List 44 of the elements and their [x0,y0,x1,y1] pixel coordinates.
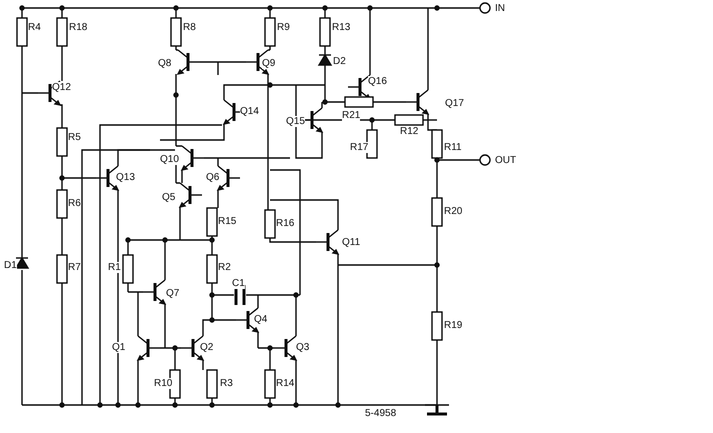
component-label: R16 [276,218,294,229]
component-label: R14 [276,378,294,389]
component-label: R15 [218,216,236,227]
component-label: R3 [220,378,233,389]
component-label: Q4 [254,314,268,325]
component-label: R21 [342,110,360,121]
component-label: Q13 [116,172,135,183]
component-label: Q16 [368,76,387,87]
component-label: R7 [68,262,81,273]
component-label: R9 [277,22,290,33]
component-label: R13 [332,22,350,33]
component-label: Q17 [445,98,464,109]
component-label: Q11 [342,237,360,248]
component-label: OUT [495,155,516,166]
component-label: R20 [444,206,462,217]
component-label: Q14 [240,106,259,117]
component-label: Q15 [286,116,305,127]
component-label: R2 [218,262,231,273]
component-label: Q10 [160,154,179,165]
component-label: R5 [68,132,81,143]
component-label: Q3 [296,342,310,353]
component-label: Q7 [166,288,180,299]
component-label: C1 [232,278,245,289]
component-label: R19 [444,320,462,331]
component-label: IN [495,3,505,14]
component-label: R4 [28,22,41,33]
component-label: R18 [69,22,88,33]
component-label: R17 [350,142,368,153]
component-label: R10 [154,378,172,389]
component-label: R6 [68,198,81,209]
component-label: Q2 [200,342,214,353]
component-label: D1 [4,260,17,271]
component-label: D2 [333,56,346,67]
component-label: Q12 [52,82,71,93]
component-label: Q1 [112,342,126,353]
component-label: Q8 [158,58,172,69]
component-label: R1 [108,262,121,273]
component-label: R11 [444,142,462,153]
component-label: R12 [400,126,418,137]
component-label: Q9 [262,58,276,69]
component-label: Q6 [206,172,220,183]
component-label: R8 [183,22,196,33]
drawing-number: 5-4958 [365,408,396,419]
component-label: Q5 [162,192,176,203]
